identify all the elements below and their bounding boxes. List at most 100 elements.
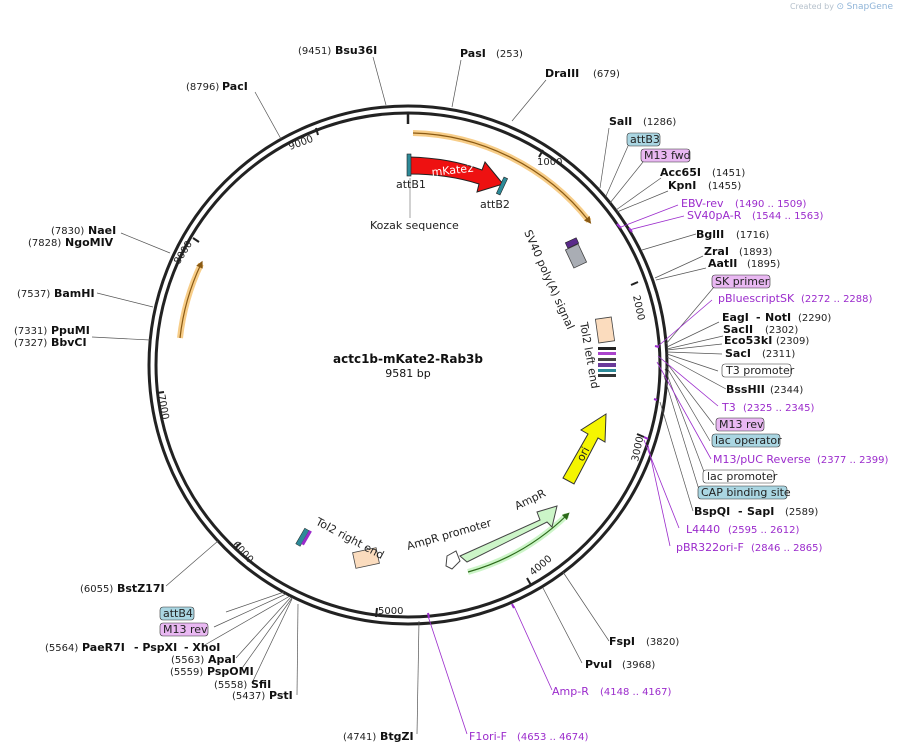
site-bbvci-name: BbvCI [51, 336, 87, 349]
site-eagi-noti[interactable]: EagI - NotI (2290) [722, 311, 831, 324]
site-bspqi-sapi[interactable]: BspQI - SapI (2589) [694, 505, 818, 518]
primer-f1ori-f-name: F1ori-F [469, 730, 507, 743]
site-pvui[interactable]: PvuI (3968) [585, 658, 655, 671]
site-kpni[interactable]: KpnI (1455) [668, 179, 741, 192]
primer-l4440[interactable]: L4440 (2595 .. 2612) [686, 523, 800, 536]
primer-ebv-rev[interactable]: EBV-rev (1490 .. 1509) [681, 197, 807, 210]
site-bspqi-name: BspQI [694, 505, 730, 518]
site-psti[interactable]: (5437) PstI [232, 689, 293, 702]
tick-1000: 1000 [537, 157, 562, 168]
mkate2-feature[interactable] [408, 156, 504, 193]
feature-box-t3-promoter[interactable]: T3 promoter [721, 363, 795, 378]
site-saci[interactable]: SacI (2311) [725, 347, 795, 360]
ori-feature[interactable] [562, 413, 607, 485]
site-fspi-name: FspI [609, 635, 635, 648]
feature-box-m13-rev-label: M13 rev [719, 418, 764, 431]
site-pspomi-name: PspOMI [207, 665, 254, 678]
ampr-promoter-feature[interactable] [445, 550, 461, 570]
site-pspomi[interactable]: (5559) PspOMI [170, 665, 254, 678]
feature-box-cap-binding-site[interactable]: CAP binding site [697, 485, 791, 500]
site-paci-pos: (8796) [186, 82, 219, 93]
feature-box-attb3-label: attB3 [630, 133, 660, 146]
site-sfii[interactable]: (5558) SfiI [214, 678, 271, 691]
primer-leaders [427, 204, 719, 735]
tick-5000: 5000 [378, 606, 403, 617]
site-psti-pos: (5437) [232, 691, 265, 702]
feature-box-attb4[interactable]: attB4 [159, 606, 195, 621]
sv40-feature[interactable] [564, 243, 588, 269]
site-sacii[interactable]: SacII (2302) [723, 323, 798, 336]
site-bamhi-pos: (7537) [17, 289, 50, 300]
site-draiii-pos: (679) [593, 69, 620, 80]
site-ppumi[interactable]: (7331) PpuMI [14, 324, 90, 337]
site-zrai[interactable]: ZraI (1893) [704, 245, 772, 258]
primer-pbluescriptsk-name: pBluescriptSK [718, 292, 795, 305]
site-sapi-name: SapI [747, 505, 774, 518]
primer-pbr322ori-f[interactable]: pBR322ori-F (2846 .. 2865) [676, 541, 823, 554]
ampr-feature[interactable] [459, 505, 558, 563]
tol2-right-feature[interactable] [352, 547, 380, 569]
primer-m13-puc-reverse[interactable]: M13/pUC Reverse (2377 .. 2399) [713, 453, 889, 466]
site-bbvci[interactable]: (7327) BbvCI [14, 336, 87, 349]
site-naei[interactable]: (7830) NaeI [51, 224, 116, 237]
site-bsu36i-pos: (9451) [298, 46, 331, 57]
site-sacii-pos: (2302) [765, 325, 798, 336]
tol2-right-label: Tol2 right end [313, 515, 386, 562]
m13rev-marker-bottom [301, 530, 312, 546]
primer-amp-r[interactable]: Amp-R (4148 .. 4167) [552, 685, 672, 698]
site-bglii-pos: (1716) [736, 230, 769, 241]
site-eco53ki[interactable]: Eco53kI (2309) [724, 334, 809, 347]
site-bsu36i[interactable]: (9451) Bsu36I [298, 44, 377, 57]
primer-f1ori-f[interactable]: F1ori-F (4653 .. 4674) [469, 730, 589, 743]
feature-box-m13-rev[interactable]: M13 rev [715, 417, 765, 432]
tick-7000: 7000 [155, 394, 170, 421]
site-bsshii[interactable]: BssHII (2344) [726, 383, 803, 396]
tol2-left-feature[interactable] [594, 316, 616, 344]
site-fspi[interactable]: FspI (3820) [609, 635, 679, 648]
site-acc65i-name: Acc65I [660, 166, 701, 179]
primer-m13-puc-reverse-pos: (2377 .. 2399) [817, 455, 889, 466]
site-ngomiv[interactable]: (7828) NgoMIV [28, 236, 114, 249]
feature-box-lac-promoter[interactable]: lac promoter [702, 469, 778, 484]
site-paci[interactable]: (8796) PacI [186, 80, 248, 93]
primer-sv40pa-r[interactable]: SV40pA-R (1544 .. 1563) [687, 209, 824, 222]
site-sali[interactable]: SalI (1286) [609, 115, 676, 128]
site-bstz17i[interactable]: (6055) BstZ17I [80, 582, 165, 595]
site-fspi-pos: (3820) [646, 637, 679, 648]
feature-box-m13-rev-bottom-label: M13 rev [163, 623, 208, 636]
site-naei-name: NaeI [88, 224, 116, 237]
site-draiii[interactable]: DraIII (679) [545, 67, 620, 80]
feature-box-attb3[interactable]: attB3 [626, 132, 661, 147]
site-btgzi-name: BtgZI [380, 730, 414, 743]
site-sacii-name: SacII [723, 323, 753, 336]
site-ppumi-name: PpuMI [51, 324, 90, 337]
site-eco53ki-pos: (2309) [776, 336, 809, 347]
site-bsshii-name: BssHII [726, 383, 765, 396]
site-acc65i[interactable]: Acc65I (1451) [660, 166, 745, 179]
site-paer7i-pspxi-xhoi[interactable]: (5564) PaeR7I - PspXI - XhoI [45, 641, 220, 654]
site-naei-pos: (7830) [51, 226, 84, 237]
primer-sv40pa-r-name: SV40pA-R [687, 209, 742, 222]
kozak-label: Kozak sequence [370, 219, 459, 232]
site-bglii[interactable]: BglII (1716) [696, 228, 769, 241]
primer-l4440-pos: (2595 .. 2612) [728, 525, 800, 536]
feature-box-t3-promoter-label: T3 promoter [725, 364, 795, 377]
primer-pbluescriptsk[interactable]: pBluescriptSK (2272 .. 2288) [718, 292, 873, 305]
site-kpni-pos: (1455) [708, 181, 741, 192]
site-bamhi[interactable]: (7537) BamHI [17, 287, 95, 300]
primer-t3[interactable]: T3 (2325 .. 2345) [721, 401, 815, 414]
site-apai[interactable]: (5563) ApaI [171, 653, 236, 666]
snapgene-logo: ⊙ [836, 2, 845, 12]
site-bbvci-pos: (7327) [14, 338, 47, 349]
feature-box-m13fwd[interactable]: M13 fwd [640, 148, 691, 163]
feature-box-m13-rev-bottom[interactable]: M13 rev [159, 622, 209, 637]
site-bspqi-sapi-pos: (2589) [785, 507, 818, 518]
site-aatii[interactable]: AatII (1895) [708, 257, 780, 270]
site-btgzi-pos: (4741) [343, 732, 376, 743]
feature-box-sk-primer[interactable]: SK primer [711, 274, 771, 289]
site-btgzi[interactable]: (4741) BtgZI [343, 730, 414, 743]
site-pasi-name: PasI [460, 47, 486, 60]
feature-box-lac-operator[interactable]: lac operator [711, 433, 782, 448]
site-pasi[interactable]: PasI (253) [460, 47, 523, 60]
ampr-orf-arc-line [467, 512, 570, 573]
